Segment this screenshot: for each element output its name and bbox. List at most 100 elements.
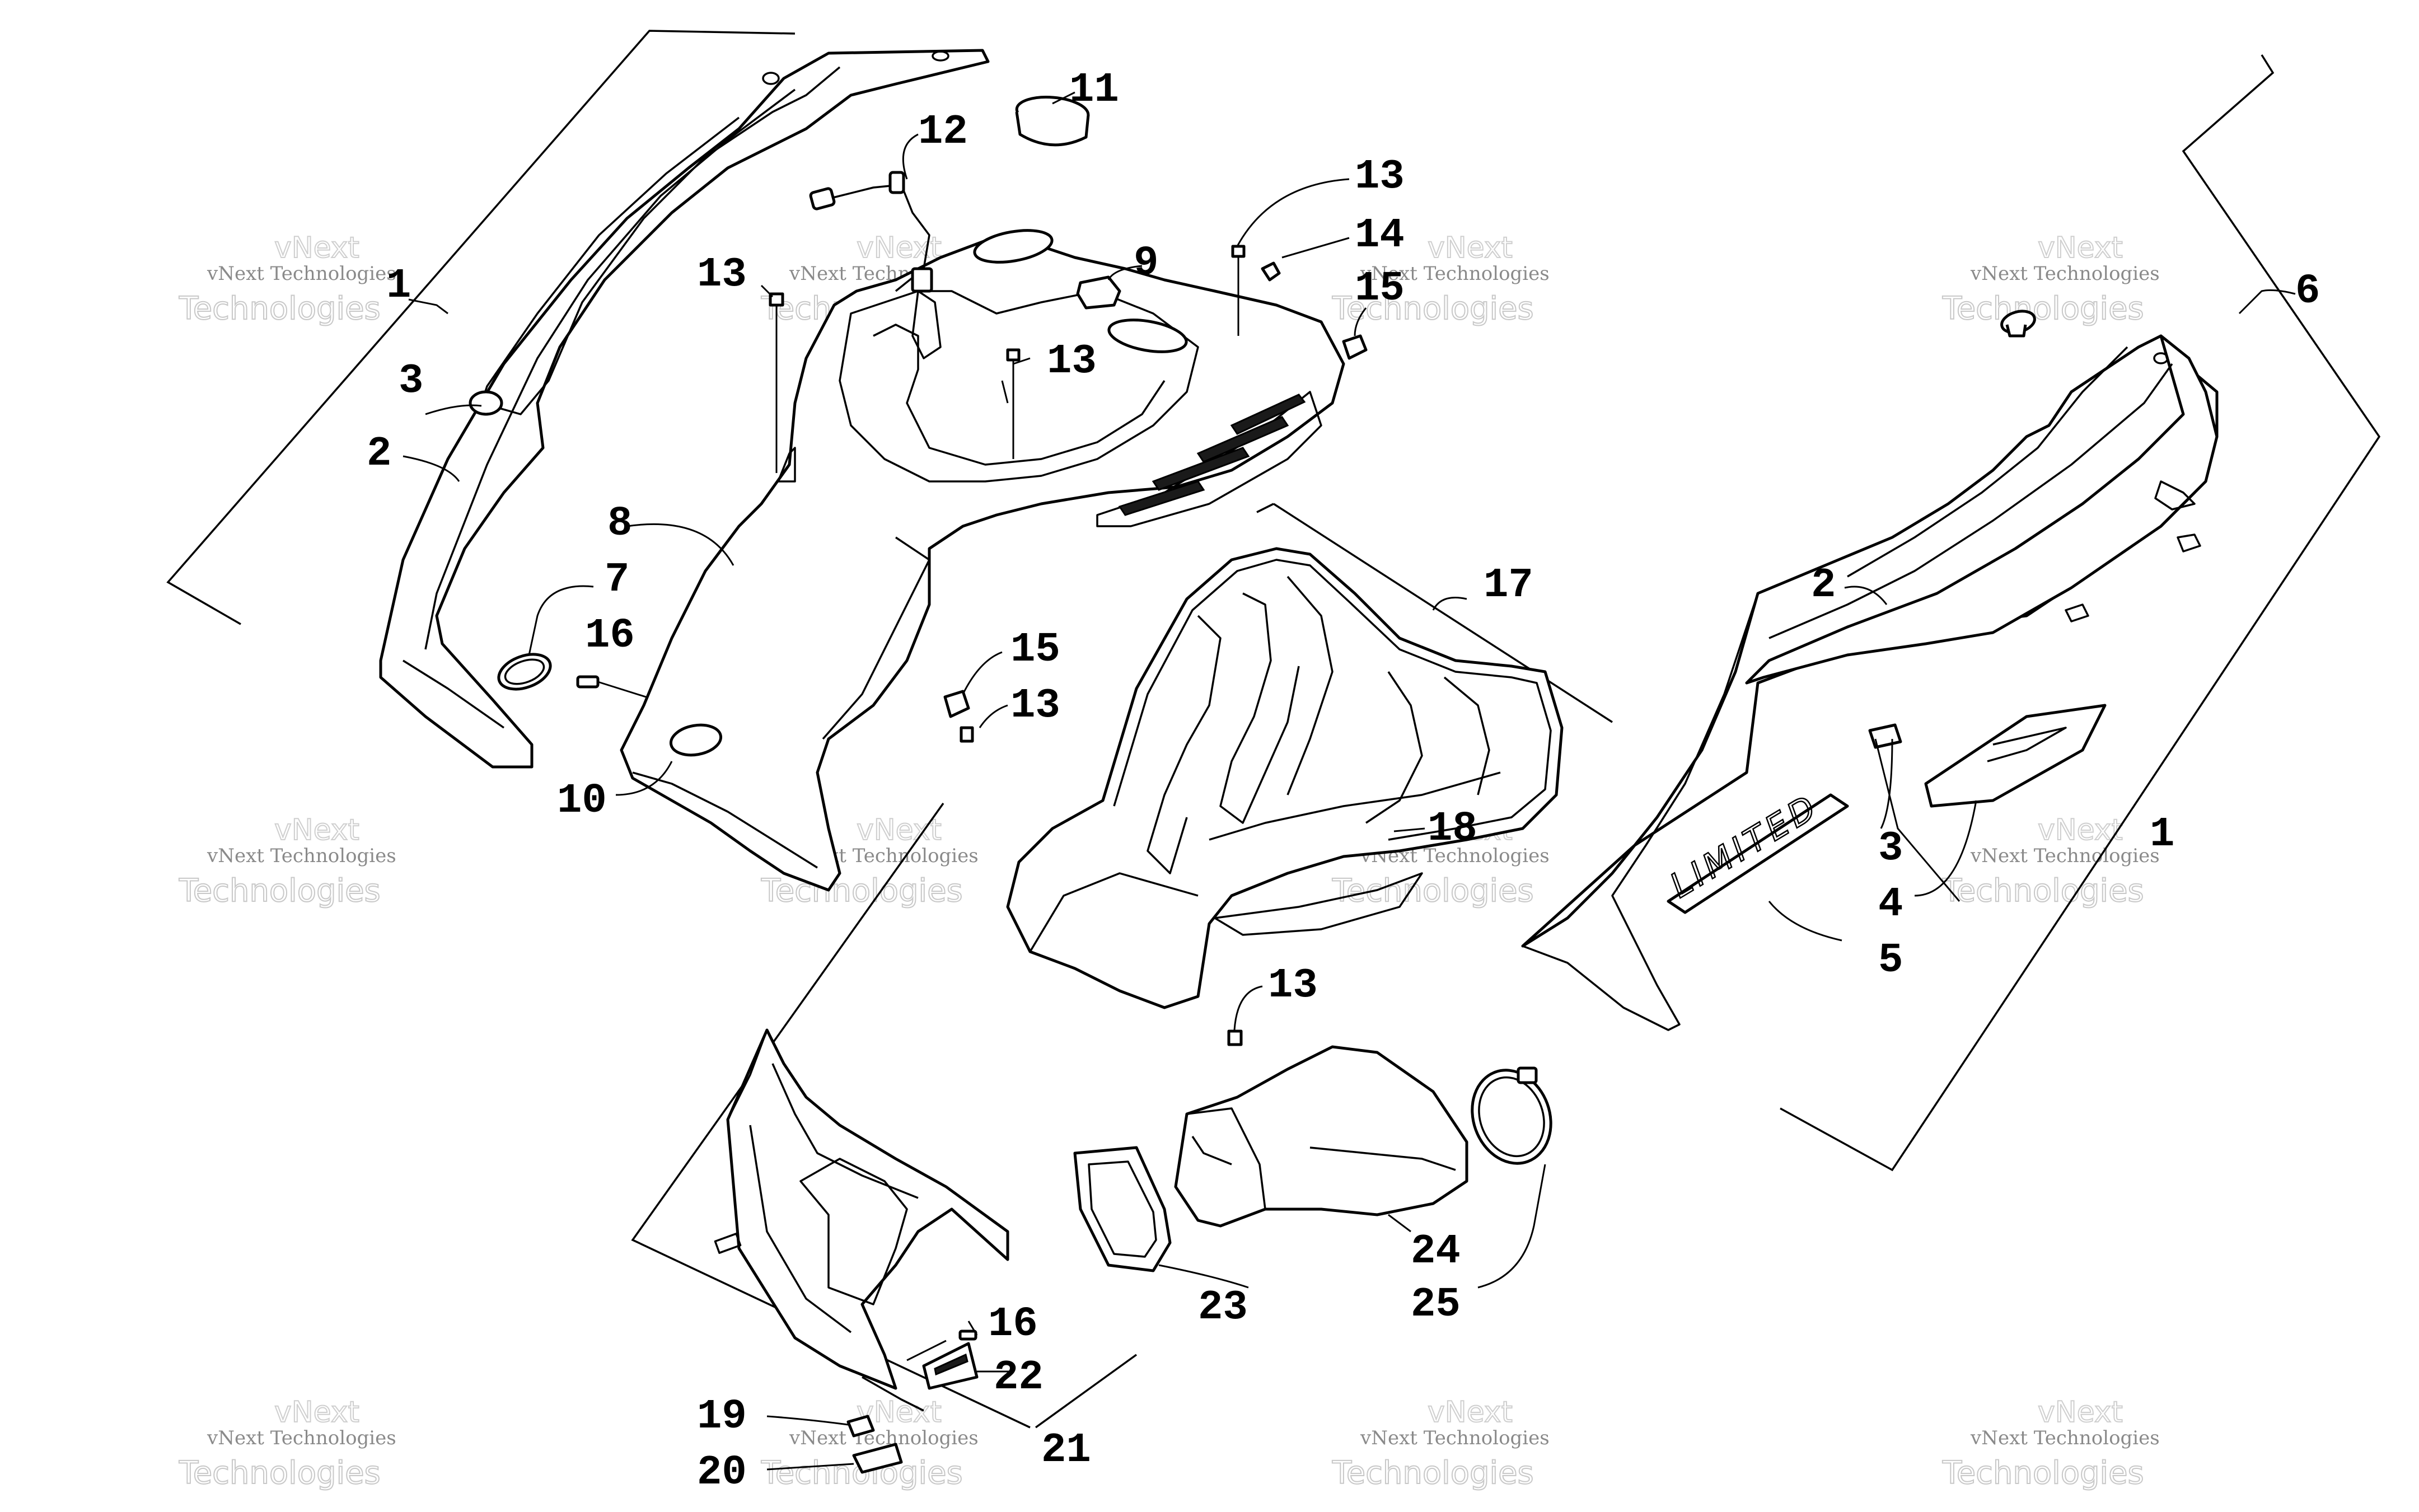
right-side-panel-edge [1847, 346, 2128, 578]
svg-text:Technologies: Technologies [1942, 873, 2144, 909]
callout-1: 1 [2150, 811, 2174, 858]
watermark: vNext vNext Technologies Technologies [178, 813, 396, 910]
svg-text:vNext Technologies: vNext Technologies [1360, 263, 1550, 285]
svg-text:vNext Technologies: vNext Technologies [207, 263, 396, 285]
left-side-panel-fastener-hole [762, 72, 780, 85]
watermark: vNext vNext Technologies Technologies [1941, 1395, 2160, 1492]
watermark: vNext vNext Technologies Technologies [1941, 231, 2160, 327]
callout-16: 16 [585, 612, 635, 659]
bolt-small [960, 726, 974, 743]
callout-22: 22 [994, 1354, 1044, 1401]
svg-text:Technologies: Technologies [1332, 873, 1534, 909]
callout-13: 13 [1010, 682, 1060, 729]
svg-text:vNext Technologies: vNext Technologies [207, 845, 396, 867]
watermark: vNext vNext Technologies Technologies [178, 1395, 396, 1492]
callout-8: 8 [607, 500, 632, 547]
svg-text:Technologies: Technologies [1942, 1455, 2144, 1491]
svg-text:vNext: vNext [274, 813, 359, 847]
nose-pan-vent-slot [1230, 394, 1306, 435]
svg-text:vNext Technologies: vNext Technologies [1970, 845, 2160, 867]
nose-pan-vent-slot [1196, 416, 1289, 463]
push-pin [2000, 310, 2036, 338]
callout-2: 2 [367, 430, 391, 478]
bracket-fastener [846, 1415, 903, 1474]
right-side-panel-bracket [2154, 480, 2196, 511]
callout-25: 25 [1411, 1281, 1461, 1328]
right-side-panel-grommet [1868, 723, 1902, 749]
nose-pan-lower-edge [822, 536, 930, 740]
intake-duct-opening [1186, 1107, 1266, 1210]
plug-cap [1015, 96, 1090, 147]
intake-duct [1174, 1045, 1468, 1228]
frame-air-box [1273, 503, 1613, 723]
callout-4: 4 [1878, 881, 1903, 928]
callout-14: 14 [1355, 212, 1405, 259]
lower-intake-flange [727, 1029, 768, 1120]
nose-pan-inner-bowl [839, 290, 1199, 483]
callout-16: 16 [988, 1301, 1038, 1348]
callout-1: 1 [386, 263, 411, 310]
nose-pan-port-right [1107, 319, 1188, 353]
callout-5: 5 [1878, 937, 1903, 984]
nose-pan-vent-slot [1152, 447, 1250, 491]
svg-text:vNext: vNext [2038, 231, 2123, 265]
air-box-baffle [1219, 592, 1300, 824]
bolt-center-head [1006, 348, 1021, 362]
callout-9: 9 [1134, 240, 1158, 287]
air-box [1006, 547, 1564, 1009]
frame-left-side-panel [166, 30, 796, 625]
callout-3: 3 [1878, 825, 1903, 872]
callout-19: 19 [697, 1393, 747, 1440]
right-side-panel: LIMITED [1521, 334, 2219, 1031]
intake-duct-body [1174, 1045, 1468, 1228]
svg-text:Technologies: Technologies [1942, 291, 2144, 327]
lower-intake-side-rail [749, 1125, 852, 1333]
callout-24: 24 [1411, 1228, 1461, 1275]
air-box-floor [1209, 771, 1501, 841]
air-box-outer [1006, 547, 1564, 1009]
callout-13: 13 [1268, 962, 1318, 1009]
lower-intake-inner-frame [771, 1063, 919, 1199]
svg-text:vNext: vNext [1428, 231, 1513, 265]
bolt-left-head [769, 292, 784, 307]
svg-text:Technologies: Technologies [179, 1455, 381, 1491]
air-box-baffle [1443, 676, 1490, 795]
air-box-baffle [1286, 575, 1334, 795]
air-box-lower-shelf [1214, 872, 1423, 936]
nut [1261, 261, 1281, 282]
right-side-panel-bracket [2177, 533, 2201, 553]
callout-13: 13 [697, 251, 747, 298]
callout-10: 10 [557, 778, 607, 825]
right-side-panel-bracket [2065, 603, 2089, 622]
nose-pan-body [620, 239, 1345, 892]
svg-text:vNext Technologies: vNext Technologies [1360, 1427, 1550, 1449]
air-box-baffle [1365, 671, 1423, 824]
svg-text:vNext Technologies: vNext Technologies [789, 1427, 979, 1449]
warning-label-text [934, 1353, 968, 1376]
nose-pan-port [973, 229, 1054, 264]
left-side-panel [379, 49, 990, 769]
bolt-top-head [1231, 245, 1246, 258]
bolt-airbox [1227, 1029, 1243, 1046]
callout-3: 3 [399, 358, 423, 405]
lower-intake-inner-window [799, 1158, 908, 1305]
frame-air-box-edge [1256, 503, 1274, 513]
callout-6: 6 [2295, 268, 2320, 315]
frame-lower-intake [631, 802, 1031, 1429]
nose-pan-emblem-recess [669, 723, 723, 757]
callouts: 1 2 3 7 16 10 8 13 12 11 9 13 13 14 15 1… [367, 67, 2320, 1496]
o-ring [497, 653, 552, 691]
nose-pan-inner-rim [873, 324, 1166, 466]
callout-20: 20 [697, 1449, 747, 1496]
right-side-panel-trim [1768, 363, 2173, 639]
nose-pan [620, 229, 1345, 892]
callout-12: 12 [918, 109, 968, 156]
svg-text:vNext Technologies: vNext Technologies [207, 1427, 396, 1449]
svg-text:vNext: vNext [274, 1396, 359, 1429]
watermark: vNext vNext Technologies Technologies [1331, 1395, 1550, 1492]
callout-23: 23 [1198, 1284, 1248, 1331]
right-side-panel-lower-flange [1522, 593, 1759, 1031]
svg-text:Technologies: Technologies [1332, 1455, 1534, 1491]
callout-15: 15 [1010, 626, 1060, 673]
